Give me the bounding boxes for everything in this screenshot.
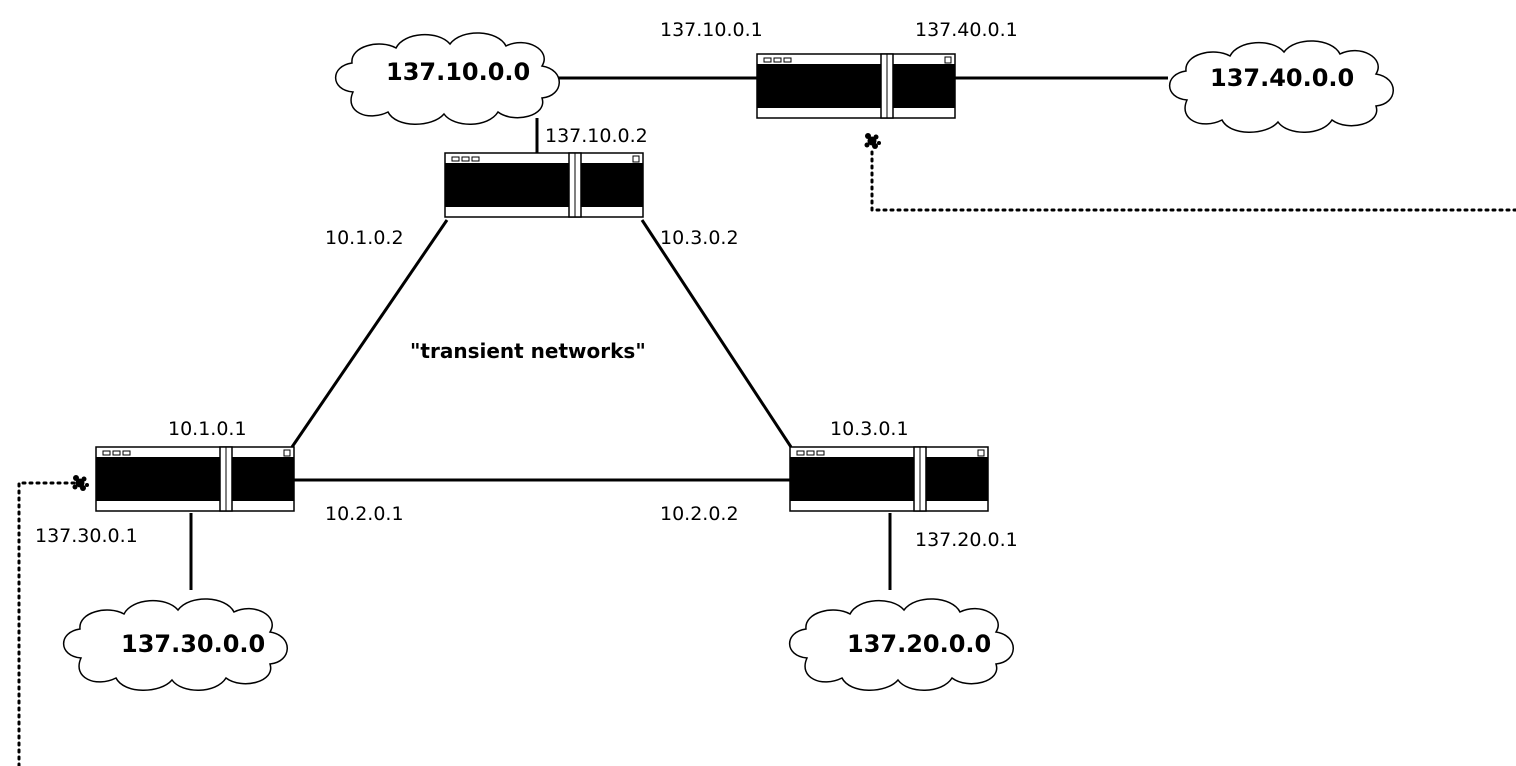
network-label-137-30: 137.30.0.0 [121,630,266,658]
address-137-10-0-1: 137.10.0.1 [660,19,763,41]
address-137-30-0-1: 137.30.0.1 [35,525,138,547]
management-agent-icon [864,133,881,149]
network-label-137-10: 137.10.0.0 [386,58,531,86]
address-137-10-0-2: 137.10.0.2 [545,125,648,147]
router-icon [756,53,956,119]
router-icon [444,152,644,218]
router-icon [95,446,295,512]
address-10-1-0-1: 10.1.0.1 [168,418,247,440]
network-label-137-40: 137.40.0.0 [1210,64,1355,92]
address-10-2-0-1: 10.2.0.1 [325,503,404,525]
address-10-1-0-2: 10.1.0.2 [325,227,404,249]
address-137-20-0-1: 137.20.0.1 [915,529,1018,551]
management-link-top [870,147,1516,212]
link-upper-right [640,219,793,448]
address-10-3-0-1: 10.3.0.1 [830,418,909,440]
address-10-2-0-2: 10.2.0.2 [660,503,739,525]
transient-networks-annotation: "transient networks" [410,339,646,363]
address-10-3-0-2: 10.3.0.2 [660,227,739,249]
network-label-137-20: 137.20.0.0 [847,630,992,658]
router-icon [789,446,989,512]
link-upper-left [290,219,449,448]
address-137-40-0-1: 137.40.0.1 [915,19,1018,41]
management-link-left [17,481,76,766]
